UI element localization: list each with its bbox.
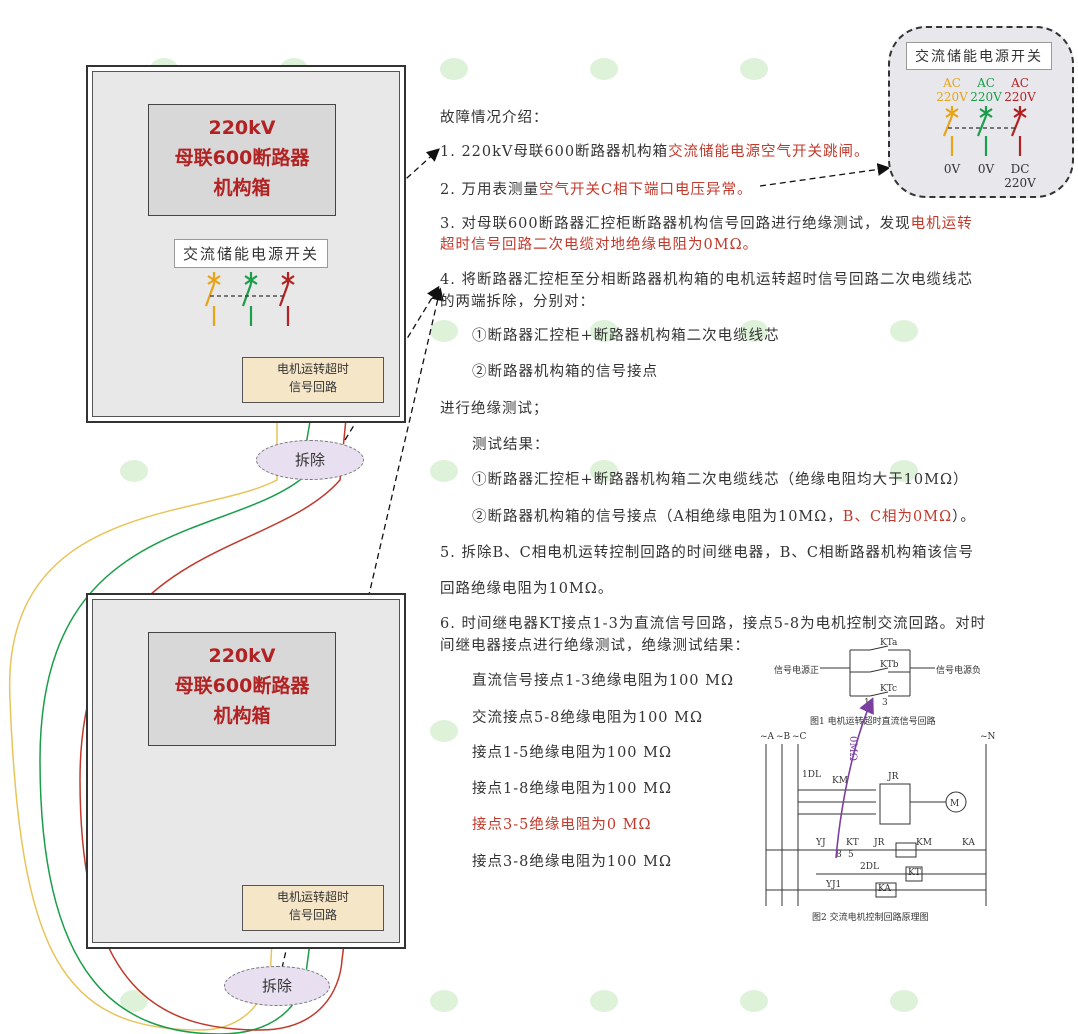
fig2-label-2dl: 2DL (860, 862, 879, 872)
switch-yellow-icon (204, 272, 221, 326)
phase-b-bottom: 0V (977, 162, 995, 176)
arrow-p2-to-popup (759, 163, 891, 187)
paragraph-6-line1: 6. 时间继电器KT接点1-3为直流信号回路，接点5-8为电机控制交流回路。对时 (440, 616, 987, 632)
phase-a-bottom: 0V (943, 162, 961, 176)
fig2-label-1dl: 1DL (802, 770, 821, 780)
fig2-label-8: 8 (836, 850, 842, 860)
fig2-phase-c: ~C (792, 732, 807, 742)
popup-title: 交流储能电源开关 (906, 42, 1052, 70)
p4-item-1: ①断路器汇控柜+断路器机构箱二次电缆线芯 (472, 328, 780, 344)
fig1-relay-a: KTa (880, 638, 898, 648)
fig2-label-ka2: KA (878, 884, 891, 894)
paragraph-1: 1. 220kV母联600断路器机构箱交流储能电源空气开关跳闸。 (440, 144, 870, 160)
cabinet-top-title: 220kV 母联600断路器 机构箱 (148, 104, 336, 216)
p4-test: 进行绝缘测试； (440, 401, 549, 417)
fig1-left-label: 信号电源正 (774, 666, 820, 676)
p4-result-heading: 测试结果： (472, 437, 550, 453)
fig1-contact-3: 3 (882, 698, 888, 708)
result-6: 接点3-8绝缘电阻为100 MΩ (472, 854, 673, 870)
cabinet-top: 220kV 母联600断路器 机构箱 交流储能电源开关 电机运转超时 信号回路 (86, 65, 406, 423)
arrow-remove-bottom-to-p4 (281, 287, 444, 969)
switch-red-icon (278, 272, 295, 326)
fig2-label-yj: YJ (816, 838, 826, 848)
fig2-phase-a: ~A (760, 732, 775, 742)
fig2-label-kt: KT (846, 838, 859, 848)
remove-label-bottom: 拆除 (224, 966, 330, 1006)
annotation-zero-ohm: 0MΩ (847, 736, 858, 761)
fig2-phase-b: ~B (776, 732, 791, 742)
p4-item-2: ②断路器机构箱的信号接点 (472, 364, 658, 380)
fig2-label-kt2: KT (908, 868, 921, 878)
popup-switch-icons (942, 106, 1027, 156)
fig2-label-km: KM (832, 776, 848, 786)
yellow-wire (9, 398, 278, 1031)
paragraph-2: 2. 万用表测量空气开关C相下端口电压异常。 (440, 182, 753, 198)
fig2-label-yj1: YJ1 (826, 880, 842, 890)
p4-result-2: ②断路器机构箱的信号接点（A相绝缘电阻为10MΩ，B、C相为0MΩ）。 (472, 509, 976, 525)
paragraph-4-line2: 的两端拆除，分别对： (440, 294, 595, 310)
fig2-phase-n: ~N (980, 732, 996, 742)
fig2-label-5: 5 (848, 850, 854, 860)
paragraph-5-line2: 回路绝缘电阻为10MΩ。 (440, 581, 614, 597)
signal-circuit-box-bottom: 电机运转超时 信号回路 (242, 885, 384, 931)
heading-fault-intro: 故障情况介绍： (440, 110, 549, 126)
fig2-label-ka: KA (962, 838, 975, 848)
paragraph-5-line1: 5. 拆除B、C相电机运转控制回路的时间继电器，B、C相断路器机构箱该信号 (440, 545, 974, 561)
paragraph-3-line1: 3. 对母联600断路器汇控柜断路器机构信号回路进行绝缘测试，发现电机运转 (440, 216, 973, 232)
fig2-label-jr2: JR (874, 838, 885, 848)
fig1-caption: 图1 电机运转超时直流信号回路 (810, 717, 936, 727)
paragraph-4-line1: 4. 将断路器汇控柜至分相断路器机构箱的电机运转超时信号回路二次电缆线芯 (440, 272, 973, 288)
fig1-right-label: 信号电源负 (936, 666, 982, 676)
result-2: 交流接点5-8绝缘电阻为100 MΩ (472, 710, 704, 726)
result-1: 直流信号接点1-3绝缘电阻为100 MΩ (472, 673, 735, 689)
paragraph-3-line2: 超时信号回路二次电缆对地绝缘电阻为0MΩ。 (440, 237, 759, 253)
fig2-label-jr: JR (888, 772, 899, 782)
fig2-motor-m: M (950, 799, 959, 809)
switch-green-icon (241, 272, 258, 326)
fig1-dc-signal-circuit: 信号电源正 信号电源负 KTa KTb KTc 1 3 图1 电机运转超时直流信… (770, 636, 1000, 728)
fig2-caption: 图2 交流电机控制回路原理图 (812, 913, 929, 923)
cabinet-bottom-title: 220kV 母联600断路器 机构箱 (148, 632, 336, 746)
ac-switch-label: 交流储能电源开关 (174, 239, 329, 268)
result-3: 接点1-5绝缘电阻为100 MΩ (472, 745, 673, 761)
fig1-relay-b: KTb (880, 660, 899, 670)
green-wire (39, 397, 315, 1034)
result-4: 接点1-8绝缘电阻为100 MΩ (472, 781, 673, 797)
p4-result-1: ①断路器汇控柜+断路器机构箱二次电缆线芯（绝缘电阻均大于10MΩ） (472, 472, 969, 488)
remove-label-top: 拆除 (256, 440, 364, 480)
cabinet-bottom: 220kV 母联600断路器 机构箱 电机运转超时 信号回路 (86, 593, 406, 949)
signal-circuit-box-top: 电机运转超时 信号回路 (242, 357, 384, 403)
fig2-ac-motor-control-circuit: M ~A ~B ~C ~N 1DL KM JR YJ KT JR KM KA 2… (756, 730, 1000, 924)
fig2-label-km2: KM (916, 838, 932, 848)
switch-icon-group (204, 272, 295, 326)
paragraph-6-line2: 间继电器接点进行绝缘测试，绝缘测试结果： (440, 638, 750, 654)
fig1-relay-c: KTc (880, 684, 898, 694)
result-5: 接点3-5绝缘电阻为0 MΩ (472, 817, 652, 833)
